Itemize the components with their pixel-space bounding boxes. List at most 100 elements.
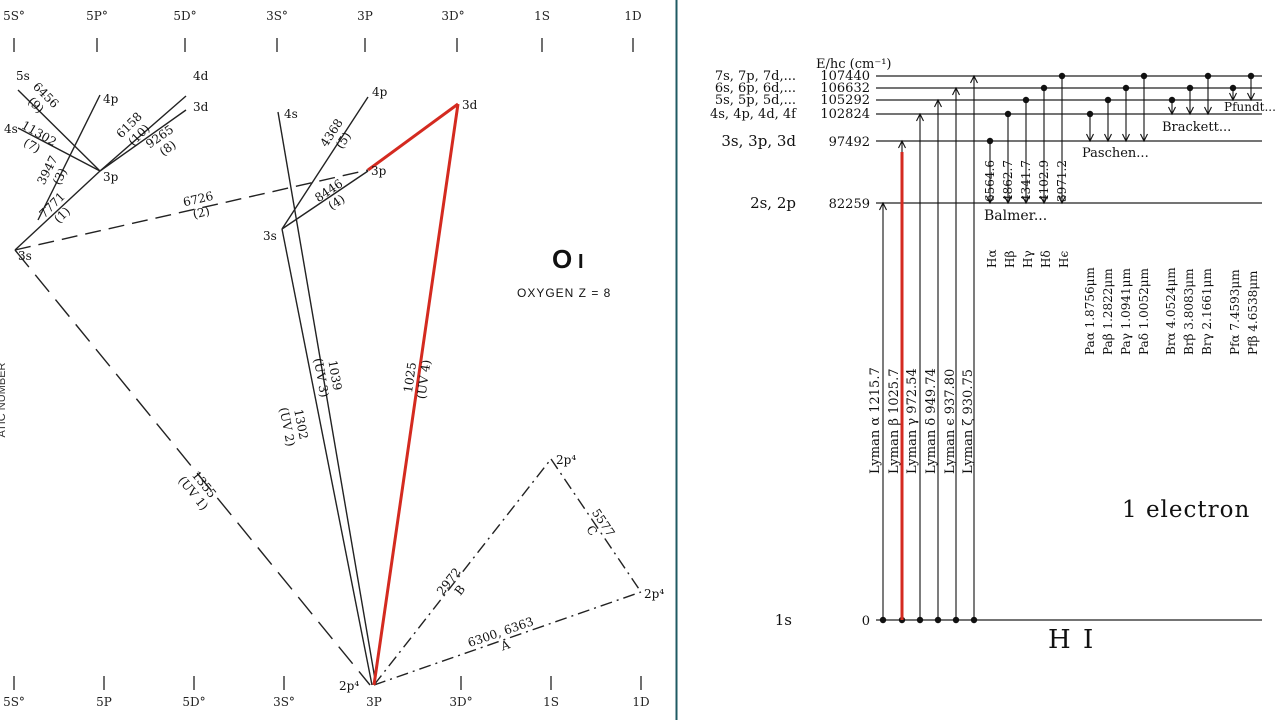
lyman-arrowhead [916, 112, 924, 122]
term-label: 3D° [441, 9, 464, 23]
term-label: 3S° [273, 695, 295, 709]
wavelength-label: 1355(UV 1) [175, 465, 222, 513]
lyman-origin-dot [934, 616, 942, 624]
element-title: O I OXYGEN Z = 8 [517, 244, 611, 300]
level-energy: 105292 [820, 93, 870, 108]
brackett-origin-dot [1168, 96, 1176, 104]
element-subtitle: OXYGEN Z = 8 [517, 286, 611, 300]
balmer-value-labels: 6564.6 4862.7 4341.7 4102.9 3971.2 [983, 160, 1069, 202]
balmer-arrowhead [1004, 195, 1012, 205]
level-label: 4s [284, 107, 298, 121]
paschen-arrowhead [1104, 133, 1112, 143]
bottom-term-labels: 5S° 5P 5D° 3S° 3P 3D° 1S 1D [3, 695, 650, 709]
balmer-value: 4862.7 [1001, 160, 1015, 202]
level-label: 3s [18, 249, 32, 263]
brackett-origin-dot [1204, 72, 1212, 80]
balmer-origin-dot [1022, 96, 1030, 104]
level-config: 3s, 3p, 3d [721, 132, 796, 150]
top-term-labels: 5S° 5P° 5D° 3S° 3P 3D° 1S 1D [3, 9, 642, 23]
brackett-label: Brγ 2.1661μm [1200, 268, 1214, 355]
balmer-name: Hϵ [1057, 251, 1071, 268]
brackett-label: Brα 4.0524μm [1164, 267, 1178, 355]
term-label: 3P [357, 9, 373, 23]
paschen-origin-dot [1122, 84, 1130, 92]
wavelength-label: 1302(UV 2) [277, 403, 312, 447]
transition-line [99, 95, 187, 172]
level-energy-labels: 107440 106632 105292 102824 97492 82259 … [820, 69, 870, 629]
level-label: 3d [462, 98, 478, 112]
level-label: 4p [103, 92, 119, 106]
brackett-label: Brβ 3.8083μm [1182, 268, 1196, 355]
level-config: 4s, 4p, 4d, 4f [710, 107, 797, 122]
transition-line [17, 89, 101, 172]
level-energy: 102824 [820, 107, 870, 122]
lyman-arrowhead [952, 86, 960, 96]
lyman-origin-dot [916, 616, 924, 624]
paschen-arrowhead [1140, 133, 1148, 143]
lyman-label: Lyman δ 949.74 [924, 368, 939, 474]
paschen-origin-dot [1104, 96, 1112, 104]
balmer-arrowhead [1040, 195, 1048, 205]
lyman-label: Lyman β 1025.7 [887, 369, 902, 474]
top-term-ticks [13, 38, 634, 52]
pfund-origin-dot [1229, 84, 1237, 92]
balmer-name: Hγ [1021, 250, 1035, 268]
lyman-arrowhead [970, 74, 978, 84]
element-label: H I [1048, 625, 1095, 655]
balmer-value: 3971.2 [1055, 160, 1069, 202]
brackett-arrowhead [1186, 106, 1194, 116]
level-config: 7s, 7p, 7d,... [715, 69, 796, 84]
bottom-term-ticks [13, 676, 642, 690]
level-config: 2s, 2p [750, 194, 796, 212]
term-label: 3D° [449, 695, 472, 709]
term-label: 3S° [266, 9, 288, 23]
side-axis-label: ATIC NUMBER [0, 362, 8, 437]
balmer-value: 6564.6 [983, 160, 997, 202]
emission-series-arrows [986, 72, 1255, 205]
paschen-origin-dot [1140, 72, 1148, 80]
level-label: 4p [372, 85, 388, 99]
level-label: 2p⁴ [644, 587, 664, 601]
level-label: 4d [193, 69, 209, 83]
balmer-name: Hα [985, 249, 999, 268]
electron-count-label: 1 electron [1122, 497, 1250, 523]
brackett-origin-dot [1186, 84, 1194, 92]
pfund-label: Pfβ 4.6538μm [1246, 270, 1260, 355]
level-config: 5s, 5p, 5d,... [715, 93, 796, 108]
brackett-arrowhead [1168, 106, 1176, 116]
pfund-arrowhead [1247, 92, 1255, 102]
term-label: 5D° [173, 9, 196, 23]
level-energy: 0 [862, 614, 870, 629]
wavelength-label: 6726(2) [182, 189, 218, 223]
pfund-origin-dot [1247, 72, 1255, 80]
balmer-value: 4102.9 [1037, 160, 1051, 202]
wavelength-label: 5577C [577, 506, 617, 547]
paschen-label: Paβ 1.2822μm [1101, 268, 1115, 355]
balmer-name: Hδ [1039, 250, 1053, 268]
level-label: 3s [263, 229, 277, 243]
transition-line [277, 111, 377, 686]
balmer-origin-dot [1058, 72, 1066, 80]
transition-line [14, 249, 371, 686]
level-label: 3p [371, 164, 387, 178]
transition-line [281, 96, 369, 230]
paschen-arrowhead [1122, 133, 1130, 143]
pfund-arrowhead [1229, 92, 1237, 102]
level-label: 5s [16, 69, 30, 83]
term-label: 5S° [3, 695, 25, 709]
term-label: 1S [534, 9, 550, 23]
series-name: Paschen... [1082, 146, 1149, 161]
highlighted-transition [367, 102, 460, 686]
balmer-origin-dot [1040, 84, 1048, 92]
infrared-labels: Paα 1.8756μm Paβ 1.2822μm Paγ 1.0941μm P… [1083, 267, 1260, 355]
level-config-labels: 7s, 7p, 7d,... 6s, 6p, 6d,... 5s, 5p, 5d… [710, 69, 797, 629]
balmer-arrowhead [986, 195, 994, 205]
wavelength-labels: 6456(9) 11302(7) 3947(3) 7771(1) 6158(10… [19, 79, 618, 653]
term-label: 1S [543, 695, 559, 709]
paschen-origin-dot [1086, 110, 1094, 118]
level-label: 3d [193, 100, 209, 114]
level-config: 6s, 6p, 6d,... [715, 81, 796, 96]
brackett-arrowhead [1204, 106, 1212, 116]
lyman-series-lines [879, 74, 978, 624]
